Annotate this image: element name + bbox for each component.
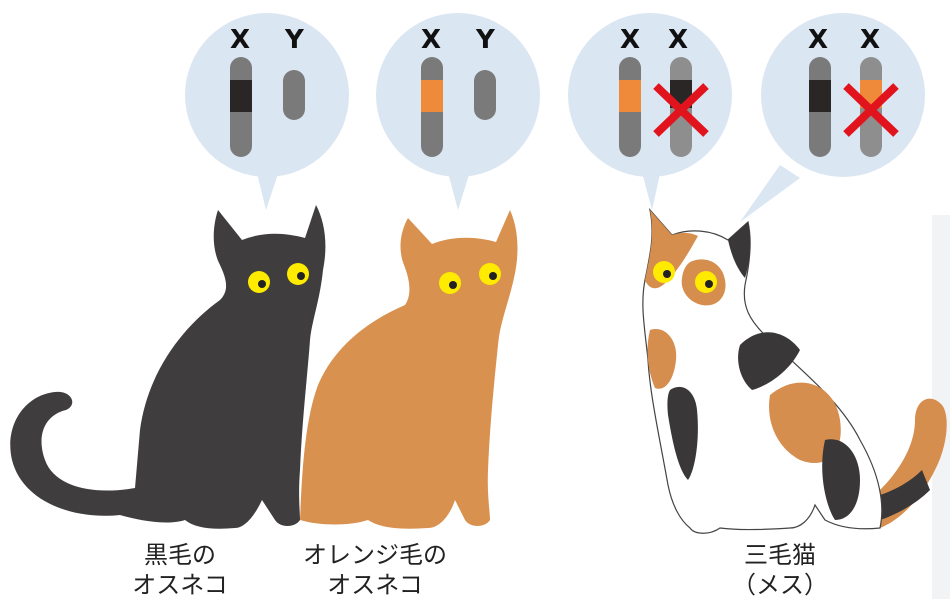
- chromosome-label-y: Y: [284, 25, 305, 55]
- eye-right: [479, 263, 501, 285]
- inactivation-cross-icon: [653, 83, 709, 137]
- chromosome-label-x: X: [668, 25, 688, 55]
- chromosome-label-x: X: [860, 25, 880, 55]
- x-chromosome-active: [809, 57, 831, 157]
- chromosome-label-x: X: [620, 25, 640, 55]
- inactivation-cross-icon: [843, 83, 899, 137]
- caption-line: オスネコ: [327, 571, 423, 599]
- x-chromosome: [230, 57, 252, 157]
- calico-cat: [642, 207, 947, 534]
- chromosome-label-x: X: [808, 25, 828, 55]
- x-chromosome: [421, 57, 443, 157]
- eye-left: [439, 272, 461, 294]
- y-chromosome: [474, 70, 496, 120]
- eye-left: [653, 261, 675, 283]
- eye-right: [287, 263, 309, 285]
- eye-right: [695, 271, 717, 293]
- chromosome-bubble-orange-male: X Y: [376, 13, 540, 210]
- orange-cat: [300, 210, 518, 529]
- chromosome-bubble-calico-1: X X: [568, 13, 732, 210]
- caption-line: オレンジ毛の: [303, 541, 447, 569]
- chromosome-bubble-black-male: X Y: [185, 13, 349, 210]
- chromosome-bubble-calico-2: X X: [740, 13, 925, 222]
- caption-line: 黒毛の: [144, 541, 216, 569]
- caption-calico-female-cat: 三毛猫 （メス）: [720, 540, 840, 600]
- caption-line: オスネコ: [132, 571, 228, 599]
- x-chromosome-active: [619, 57, 641, 157]
- eye-left: [248, 271, 270, 293]
- chromosome-label-x: X: [421, 25, 441, 55]
- caption-orange-male-cat: オレンジ毛の オスネコ: [285, 540, 465, 600]
- y-chromosome: [283, 70, 305, 120]
- chromosome-label-y: Y: [475, 25, 496, 55]
- caption-black-male-cat: 黒毛の オスネコ: [110, 540, 250, 600]
- caption-line: （メス）: [732, 571, 828, 599]
- caption-line: 三毛猫: [744, 541, 816, 569]
- black-cat: [10, 205, 326, 529]
- chromosome-label-x: X: [230, 25, 250, 55]
